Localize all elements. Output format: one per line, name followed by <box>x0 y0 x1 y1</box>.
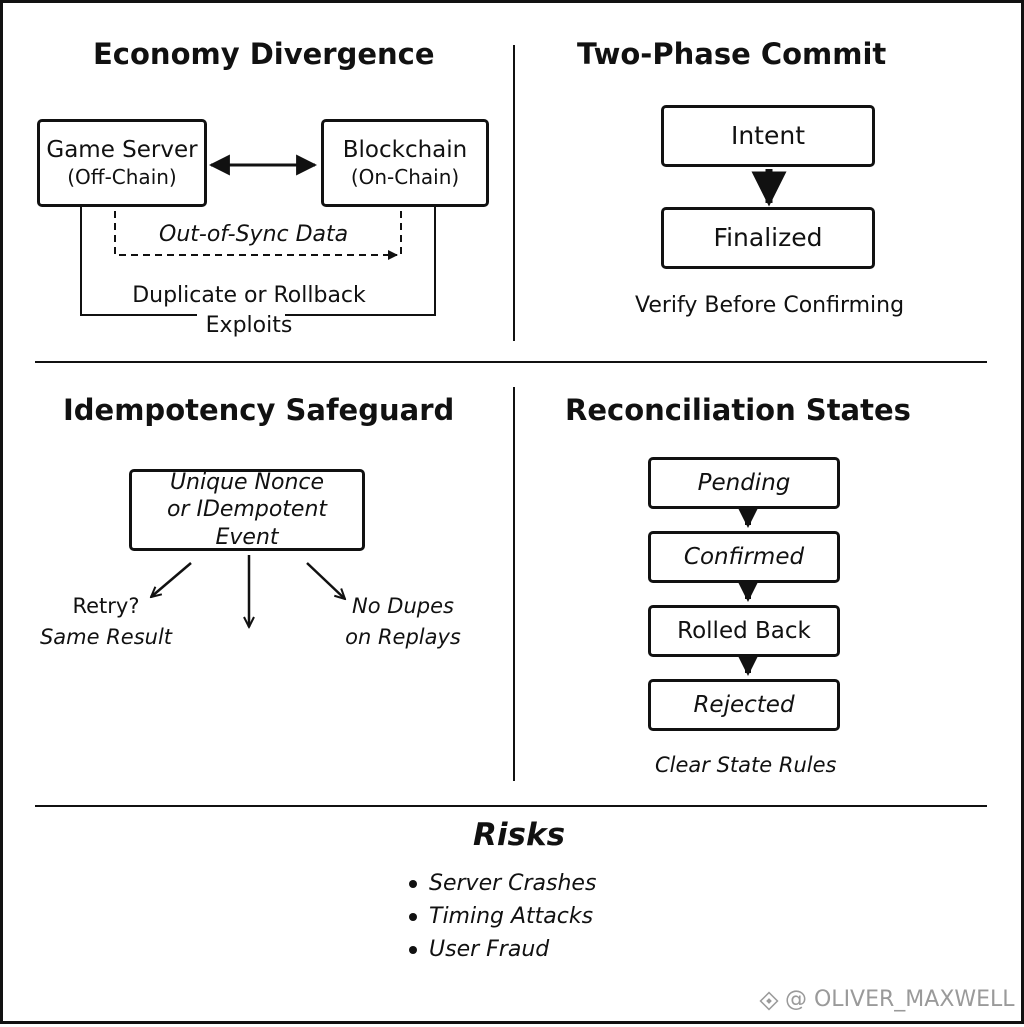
intent-box: Intent <box>661 105 875 167</box>
clear-state-rules-caption: Clear State Rules <box>655 753 837 777</box>
state-pending-label: Pending <box>697 469 791 496</box>
risk-item: User Fraud <box>409 933 596 966</box>
risk-item: Timing Attacks <box>409 900 596 933</box>
retry-arrow <box>151 562 192 597</box>
exploits-line1: Duplicate or Rollback <box>132 283 366 308</box>
state-confirmed-box: Confirmed <box>648 531 840 583</box>
no-dupes-line1: No Dupes <box>352 594 454 618</box>
game-server-sublabel: (Off-Chain) <box>67 164 177 189</box>
risks-list: Server Crashes Timing Attacks User Fraud <box>409 867 596 966</box>
finalized-box: Finalized <box>661 207 875 269</box>
risk-item: Server Crashes <box>409 867 596 900</box>
risks-title: Risks <box>473 817 566 853</box>
state-rejected-label: Rejected <box>693 691 795 718</box>
horizontal-divider-middle <box>35 361 987 363</box>
verify-caption: Verify Before Confirming <box>635 293 905 318</box>
watermark-logo-icon <box>759 991 779 1011</box>
intent-label: Intent <box>730 121 806 151</box>
no-dupes-label: No Dupes on Replays <box>341 591 465 653</box>
bullet-icon <box>409 912 417 921</box>
bullet-icon <box>409 879 417 888</box>
idempotency-title: Idempotency Safeguard <box>63 393 455 427</box>
blockchain-label: Blockchain <box>342 137 468 164</box>
state-rolled-back-box: Rolled Back <box>648 605 840 657</box>
nonce-box: Unique Nonce or IDempotent Event <box>129 469 365 551</box>
risk-item-label: User Fraud <box>429 937 550 962</box>
state-confirmed-label: Confirmed <box>683 543 805 570</box>
blockchain-box: Blockchain (On-Chain) <box>321 119 489 207</box>
game-server-label: Game Server <box>46 137 198 164</box>
state-rejected-box: Rejected <box>648 679 840 731</box>
no-dupes-line2: on Replays <box>345 625 461 649</box>
reconciliation-title: Reconciliation States <box>565 393 911 427</box>
bullet-icon <box>409 945 417 954</box>
nonce-line1: Unique Nonce <box>169 469 325 495</box>
out-of-sync-label: Out-of-Sync Data <box>159 222 349 247</box>
risk-item-label: Server Crashes <box>429 871 597 896</box>
retry-label: Retry? Same Result <box>39 591 173 653</box>
game-server-box: Game Server (Off-Chain) <box>37 119 207 207</box>
finalized-label: Finalized <box>713 223 823 253</box>
economy-divergence-title: Economy Divergence <box>93 37 435 71</box>
horizontal-divider-bottom <box>35 805 987 807</box>
vertical-divider-bottom <box>513 387 515 781</box>
state-pending-box: Pending <box>648 457 840 509</box>
nonce-line2: or IDempotent Event <box>166 497 328 550</box>
out-of-sync-dashed-connector <box>114 211 398 260</box>
two-phase-commit-title: Two-Phase Commit <box>577 37 887 71</box>
watermark-text: @ OLIVER_MAXWELL <box>785 987 1015 1012</box>
state-rolled-back-label: Rolled Back <box>677 617 811 644</box>
exploits-label: Duplicate or Rollback Exploits <box>131 281 367 341</box>
vertical-divider-top <box>513 45 515 341</box>
exploits-loop-connector <box>80 205 436 316</box>
exploits-line2: Exploits <box>205 313 293 338</box>
connectors-svg <box>80 154 787 1011</box>
risk-item-label: Timing Attacks <box>429 904 594 929</box>
retry-line2: Same Result <box>39 625 173 649</box>
blockchain-sublabel: (On-Chain) <box>350 164 460 189</box>
retry-line1: Retry? <box>72 594 140 618</box>
no-dupes-arrow <box>306 562 345 599</box>
